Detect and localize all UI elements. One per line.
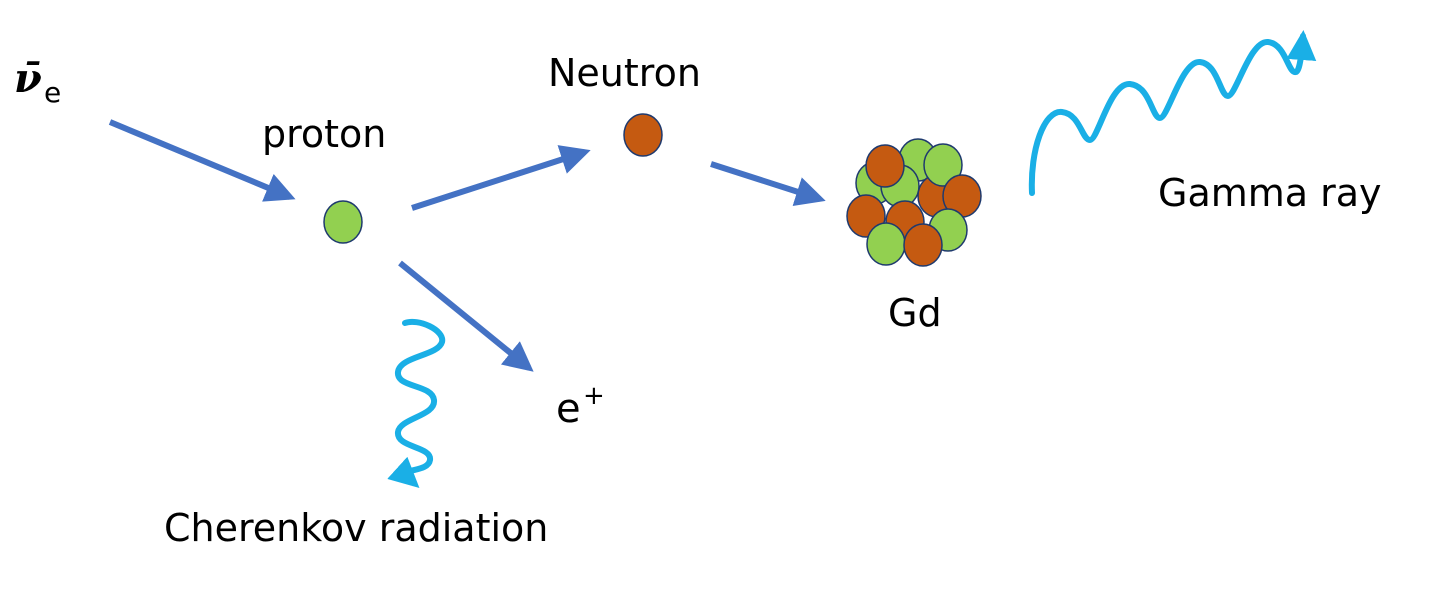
incoming-antineutrino-arrow [108,119,296,202]
nucleon [923,143,963,187]
nucleon [866,222,906,266]
cherenkov-wave [395,318,446,479]
proton-to-neutron-arrow [411,145,591,211]
antineutrino-symbol: ν̄ [14,55,42,102]
proton-to-positron-arrow [398,260,534,372]
proton-particle [323,200,363,244]
positron-charge: + [583,381,605,411]
gamma-ray-label: Gamma ray [1158,171,1382,215]
cherenkov-arrow-tip [387,456,420,489]
gamma-ray-wave [1028,30,1317,196]
proton-label: proton [262,112,386,156]
antineutrino-subscript: e [44,76,61,109]
neutron-particle [623,113,663,157]
positron-label: e + [556,381,605,432]
neutron-label: Neutron [548,51,701,95]
nucleon [903,223,943,267]
cherenkov-label: Cherenkov radiation [164,506,548,550]
nucleon [865,144,905,188]
gd-label: Gd [888,291,942,335]
gd-nucleus [846,138,982,267]
positron-symbol: e [556,386,581,432]
neutron-to-gd-arrow [710,161,826,206]
antineutrino-label: ν̄ e [14,55,61,109]
